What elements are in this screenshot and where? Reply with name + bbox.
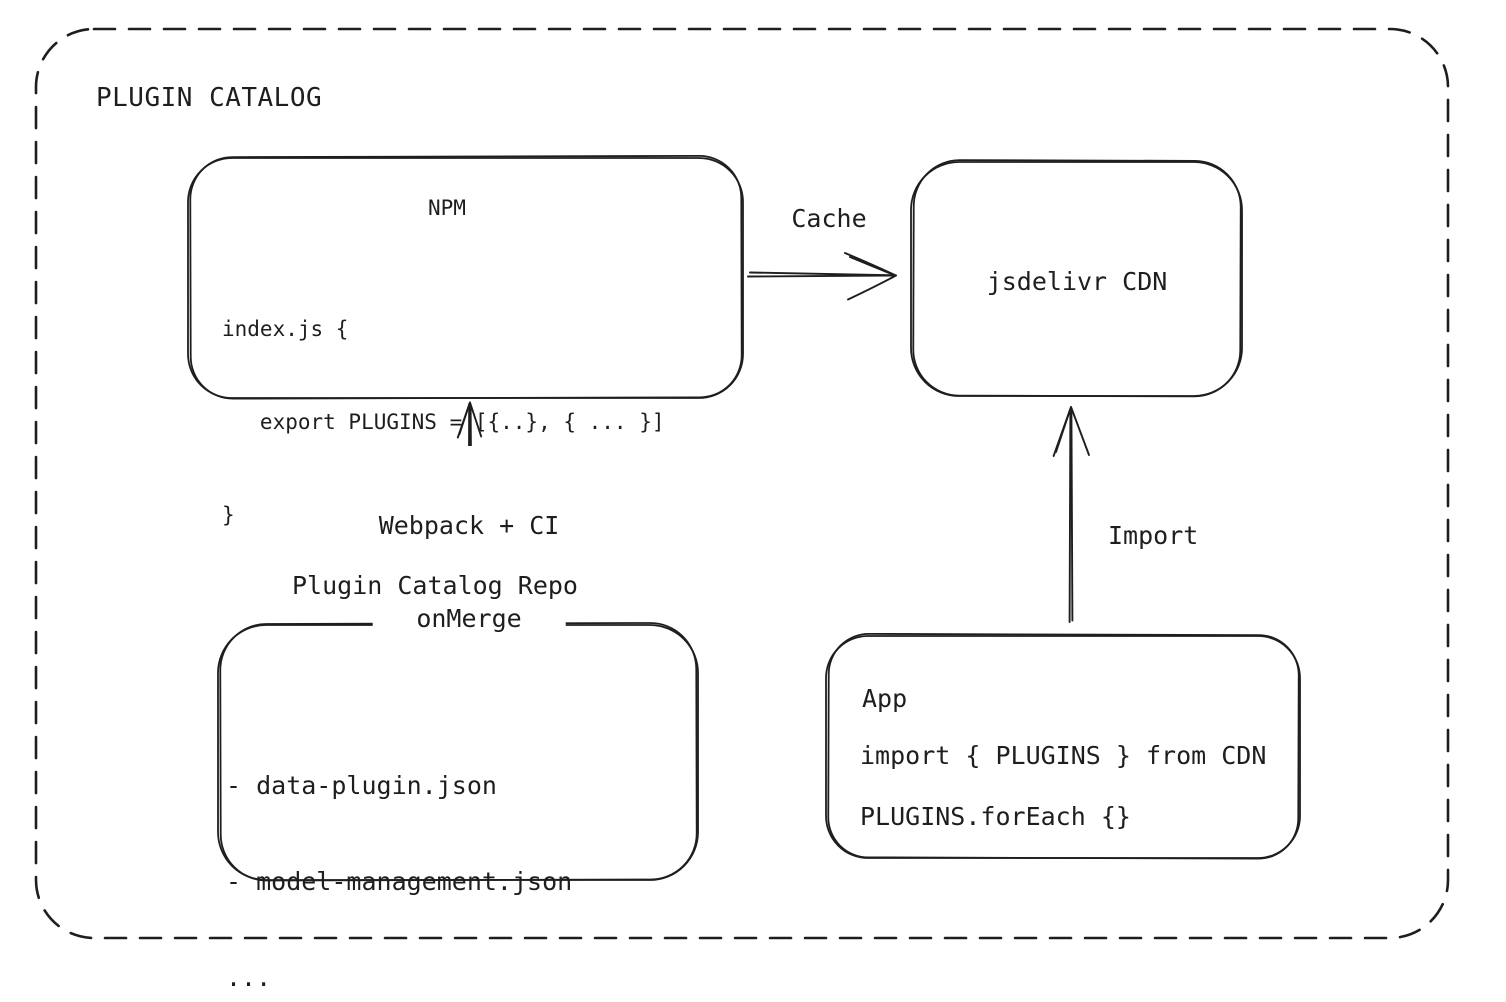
app-code-line: import { PLUGINS } from CDN [860,741,1267,770]
repo-node-label: Plugin Catalog Repo [292,571,578,600]
diagram-title: PLUGIN CATALOG [96,83,323,113]
build-edge-label: Webpack + CI onMerge [372,446,566,698]
repo-item: - model-management.json [226,867,573,896]
app-node-title: App [862,684,908,713]
cache-edge-label: Cache [791,204,867,233]
repo-item-list: - data-plugin.json - model-management.js… [226,706,572,1002]
build-edge-label-line1: Webpack + CI [378,511,560,540]
npm-node-title: NPM [428,196,466,220]
npm-code-line: export PLUGINS = [{..}, { ... }] [222,410,665,434]
cache-arrow [747,252,897,301]
npm-node-outline [187,154,744,400]
app-code-line: PLUGINS.forEach {} [860,802,1131,831]
npm-code-line: index.js { [222,317,349,341]
app-node-outline [825,632,1301,860]
repo-item: - data-plugin.json [226,771,497,800]
cdn-node-title: jsdelivr CDN [986,267,1168,296]
build-edge-label-line2: onMerge [416,604,522,633]
import-arrow [1052,406,1090,623]
repo-item: ... [226,963,272,992]
catalog-boundary-dashed-frame [34,27,1450,940]
import-edge-label: Import [1108,521,1199,550]
npm-code-block: index.js { export PLUGINS = [{..}, { ...… [222,252,665,593]
npm-code-line: } [222,503,235,527]
cdn-node-outline [910,159,1243,398]
